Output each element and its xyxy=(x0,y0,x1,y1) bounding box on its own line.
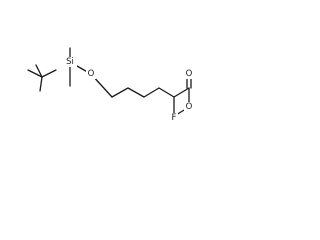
bond-c6-c5 xyxy=(127,87,145,98)
bond-c4-c3 xyxy=(158,87,175,98)
chemical-structure: Si O F O O xyxy=(27,47,194,123)
bond-c5-c4 xyxy=(143,87,160,98)
atom-o-carbonyl: O xyxy=(184,69,194,79)
atom-si: Si xyxy=(63,57,77,67)
atom-o-ester: O xyxy=(184,102,194,112)
atom-o-ether: O xyxy=(86,69,96,79)
bond-tbu-methyl-2 xyxy=(35,64,43,78)
bond-c7-c6 xyxy=(111,87,129,98)
atom-si-label: Si xyxy=(66,57,74,67)
atom-o-carbonyl-label: O xyxy=(186,69,193,79)
atom-f: F xyxy=(170,113,178,123)
bond-tbu-methyl-3 xyxy=(39,76,43,92)
atom-o-ether-label: O xyxy=(88,69,95,79)
bond-tbu-si xyxy=(41,69,57,78)
bond-c3-c2 xyxy=(173,87,190,98)
bond-tbu-methyl-1 xyxy=(27,69,43,78)
atom-f-label: F xyxy=(172,113,177,123)
atom-o-ester-label: O xyxy=(186,102,193,112)
